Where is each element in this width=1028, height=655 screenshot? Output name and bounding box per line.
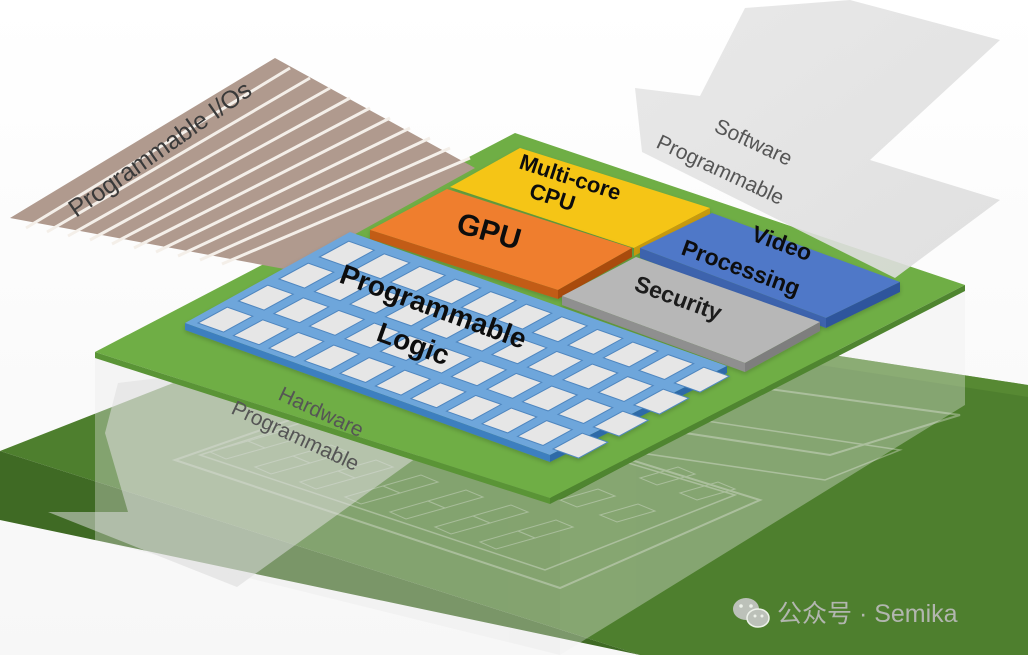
gpu-block: GPU: [370, 189, 632, 299]
logic-cell: [308, 309, 366, 336]
logic-cell: [485, 372, 543, 399]
logic-cell: [232, 319, 290, 346]
logic-cell: [384, 300, 442, 327]
logic-cell: [490, 338, 548, 365]
logic-cell: [516, 420, 574, 447]
logic-cell: [495, 303, 553, 330]
logic-cells: [196, 240, 731, 459]
logic-cell: [237, 284, 295, 311]
logic-cell: [526, 350, 584, 377]
security-block: Security: [562, 257, 820, 372]
logic-cell: [303, 344, 361, 371]
logic-cell: [424, 278, 482, 305]
logic-cell: [445, 394, 503, 421]
logic-cell: [409, 382, 467, 409]
logic-cell: [602, 341, 660, 368]
logic-cell: [597, 376, 655, 403]
projection-box: [95, 285, 965, 655]
logic-cell: [531, 316, 589, 343]
logic-cell: [556, 398, 614, 425]
logic-cell: [267, 331, 325, 358]
logic-cell: [419, 313, 477, 340]
logic-cell: [379, 335, 437, 362]
programmable-io-stripes: Programmable I/Os: [10, 58, 475, 270]
programmable-logic-block: Programmable Logic: [185, 232, 731, 462]
logic-cell: [343, 322, 401, 349]
logic-cell: [450, 360, 508, 387]
logic-cell: [673, 366, 731, 393]
logic-cell: [521, 385, 579, 412]
logic-cell: [272, 297, 330, 324]
logic-cell: [196, 306, 254, 333]
logic-cell: [592, 410, 650, 437]
logic-cell: [480, 407, 538, 434]
watermark-text: 公众号 · Semika: [777, 600, 958, 628]
logic-cell: [277, 262, 335, 289]
logic-cell: [353, 253, 411, 280]
logic-cell: [313, 275, 371, 302]
logic-cell: [460, 291, 518, 318]
logic-cell: [561, 363, 619, 390]
logic-cell: [637, 354, 695, 381]
logic-cell: [455, 325, 513, 352]
watermark: 公众号 · Semika: [733, 598, 958, 628]
logic-cell: [318, 240, 376, 267]
logic-cell: [374, 369, 432, 396]
logic-cell: [632, 388, 690, 415]
logic-cell: [551, 432, 609, 459]
logic-cell: [389, 265, 447, 292]
wechat-icon: [733, 598, 770, 628]
logic-cell: [414, 347, 472, 374]
logic-cell: [338, 357, 396, 384]
logic-cell: [566, 328, 624, 355]
logic-cell: [348, 287, 406, 314]
